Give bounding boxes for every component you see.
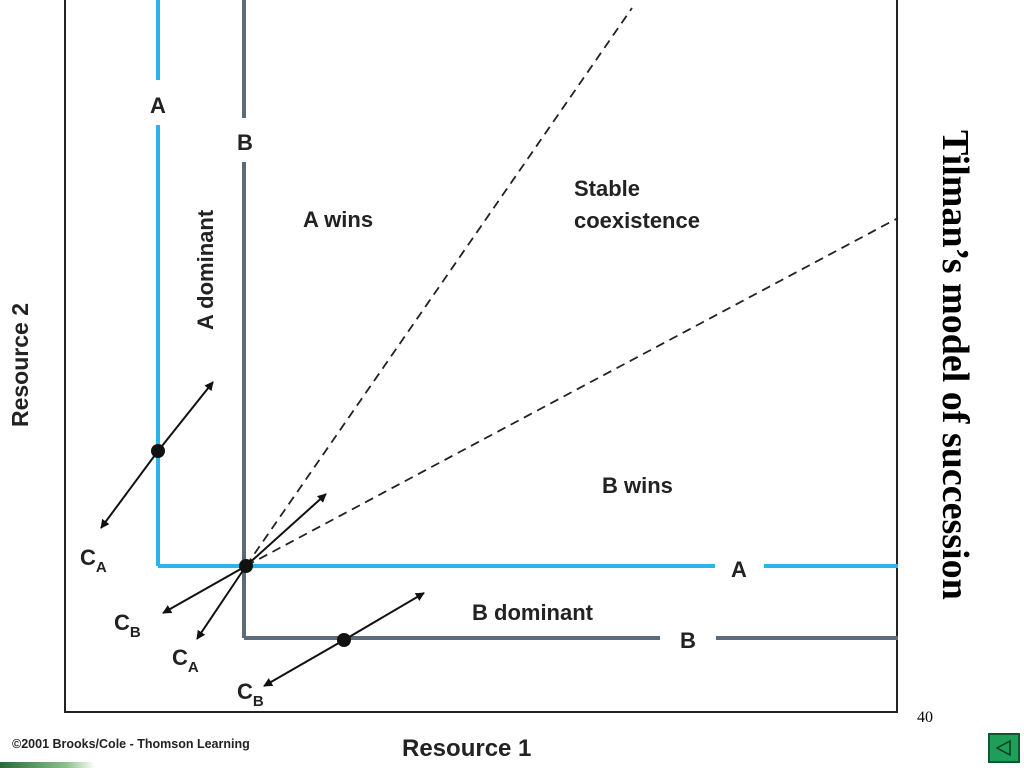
vector-label-cb-center: CB (114, 610, 141, 641)
point-equilibrium (239, 559, 253, 573)
vector-label-ca-center: CA (172, 645, 199, 676)
boundary-line-upper (245, 7, 633, 567)
vector-bottom-upper (343, 592, 425, 641)
region-label-b-dominant: B dominant (472, 600, 594, 625)
region-label-stable-line2: coexistence (574, 208, 700, 233)
slide-title-text: Tilman’s model of succession (934, 130, 976, 600)
isocline-b-label-top: B (237, 130, 253, 155)
region-label-b-wins: B wins (602, 473, 673, 498)
vector-left-lower (100, 450, 159, 529)
copyright-notice: ©2001 Brooks/Cole - Thomson Learning (12, 737, 250, 751)
isocline-b-label-right: B (680, 628, 696, 653)
decorative-strip (0, 762, 95, 768)
y-axis-label-text: Resource 2 (6, 302, 33, 427)
y-axis-label: Resource 2 (0, 290, 40, 440)
vector-center-ca (196, 565, 247, 640)
page-number: 40 (917, 709, 933, 726)
point-a-isocline (151, 444, 165, 458)
plot-frame (64, 0, 898, 713)
vector-label-ca-left: CA (80, 545, 107, 576)
region-label-a-wins: A wins (303, 207, 373, 232)
back-button[interactable] (988, 733, 1020, 763)
vector-left-upper (157, 381, 214, 452)
isocline-a-label-top: A (150, 93, 166, 118)
region-label-stable-line1: Stable (574, 176, 640, 201)
slide-title: Tilman’s model of succession (934, 130, 976, 670)
vector-bottom-lower (263, 639, 345, 687)
vector-center-cb (162, 565, 247, 614)
isocline-a-label-right: A (731, 557, 747, 582)
region-label-a-dominant: A dominant (193, 209, 218, 330)
triangle-left-icon (995, 739, 1011, 757)
x-axis-label: Resource 1 (402, 735, 532, 762)
point-b-isocline (337, 633, 351, 647)
vector-label-cb-bottom: CB (237, 679, 264, 710)
vector-center-upper (245, 493, 327, 567)
boundary-line-lower (245, 217, 899, 567)
